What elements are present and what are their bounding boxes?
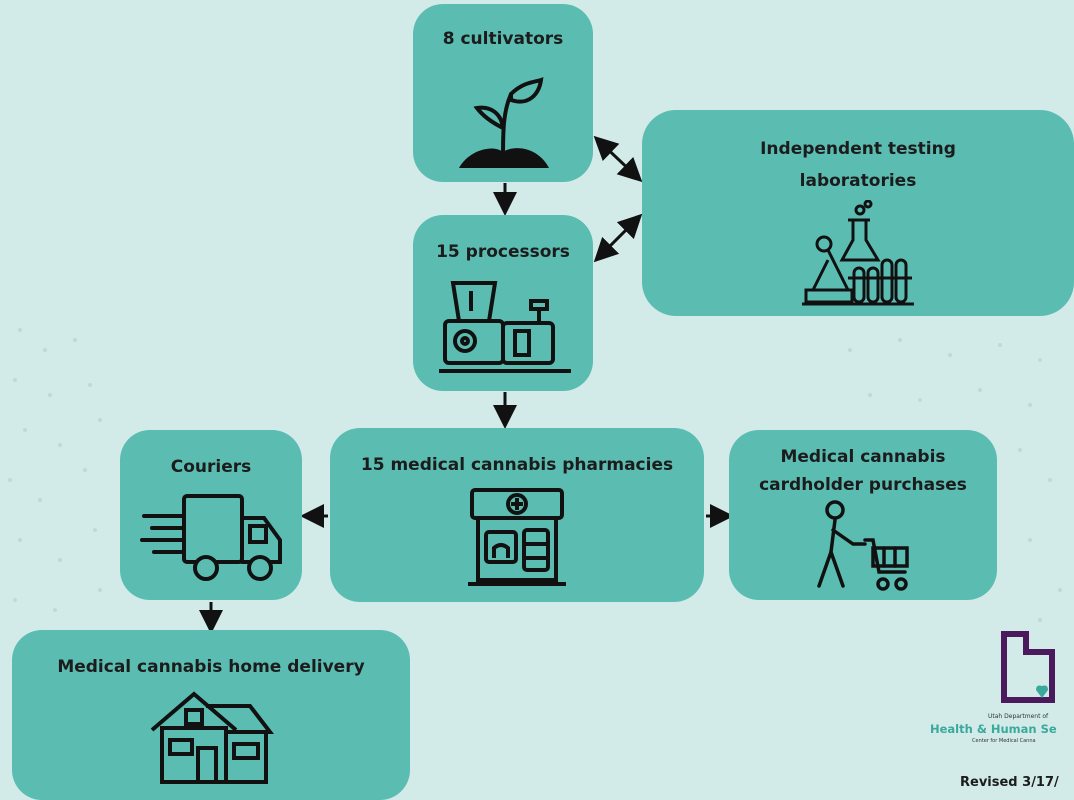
- logo-line2: Health & Human Se: [930, 722, 1057, 736]
- node-testing-label-line1: Independent testing: [760, 139, 956, 159]
- node-cultivators: 8 cultivators: [413, 4, 593, 182]
- node-home-delivery-label: Medical cannabis home delivery: [57, 657, 365, 677]
- house-icon: [150, 691, 275, 784]
- node-home-delivery: Medical cannabis home delivery: [12, 630, 410, 800]
- revised-date: Revised 3/17/: [960, 775, 1059, 790]
- node-purchases-label-line1: Medical cannabis: [780, 447, 946, 467]
- node-couriers-label: Couriers: [170, 457, 252, 477]
- laboratory-icon: [802, 200, 914, 306]
- delivery-truck-icon: [140, 494, 282, 581]
- node-processors-label: 15 processors: [436, 242, 570, 262]
- node-testing-laboratories: Independent testing laboratories: [642, 110, 1074, 316]
- node-couriers: Couriers: [120, 430, 302, 600]
- arrow-cultivators-testing: [593, 135, 643, 183]
- seedling-icon: [459, 77, 549, 168]
- shopper-cart-icon: [817, 500, 909, 591]
- node-testing-label-line2: laboratories: [799, 171, 917, 191]
- node-cultivators-label: 8 cultivators: [442, 29, 564, 49]
- node-purchases-label-line2: cardholder purchases: [759, 475, 967, 495]
- node-cardholder-purchases: Medical cannabis cardholder purchases: [729, 430, 997, 600]
- pharmacy-storefront-icon: [468, 488, 566, 586]
- node-pharmacies: 15 medical cannabis pharmacies: [330, 428, 704, 602]
- logo-line3: Center for Medical Canna: [972, 738, 1036, 744]
- arrow-processors-testing: [593, 213, 643, 263]
- logo-line1: Utah Department of: [988, 713, 1049, 720]
- node-pharmacies-label: 15 medical cannabis pharmacies: [360, 455, 674, 475]
- utah-state-icon: [1001, 631, 1055, 703]
- dhhs-logo: Utah Department of Health & Human Se Cen…: [928, 628, 1074, 748]
- node-processors: 15 processors: [413, 215, 593, 391]
- processing-machine-icon: [439, 281, 571, 373]
